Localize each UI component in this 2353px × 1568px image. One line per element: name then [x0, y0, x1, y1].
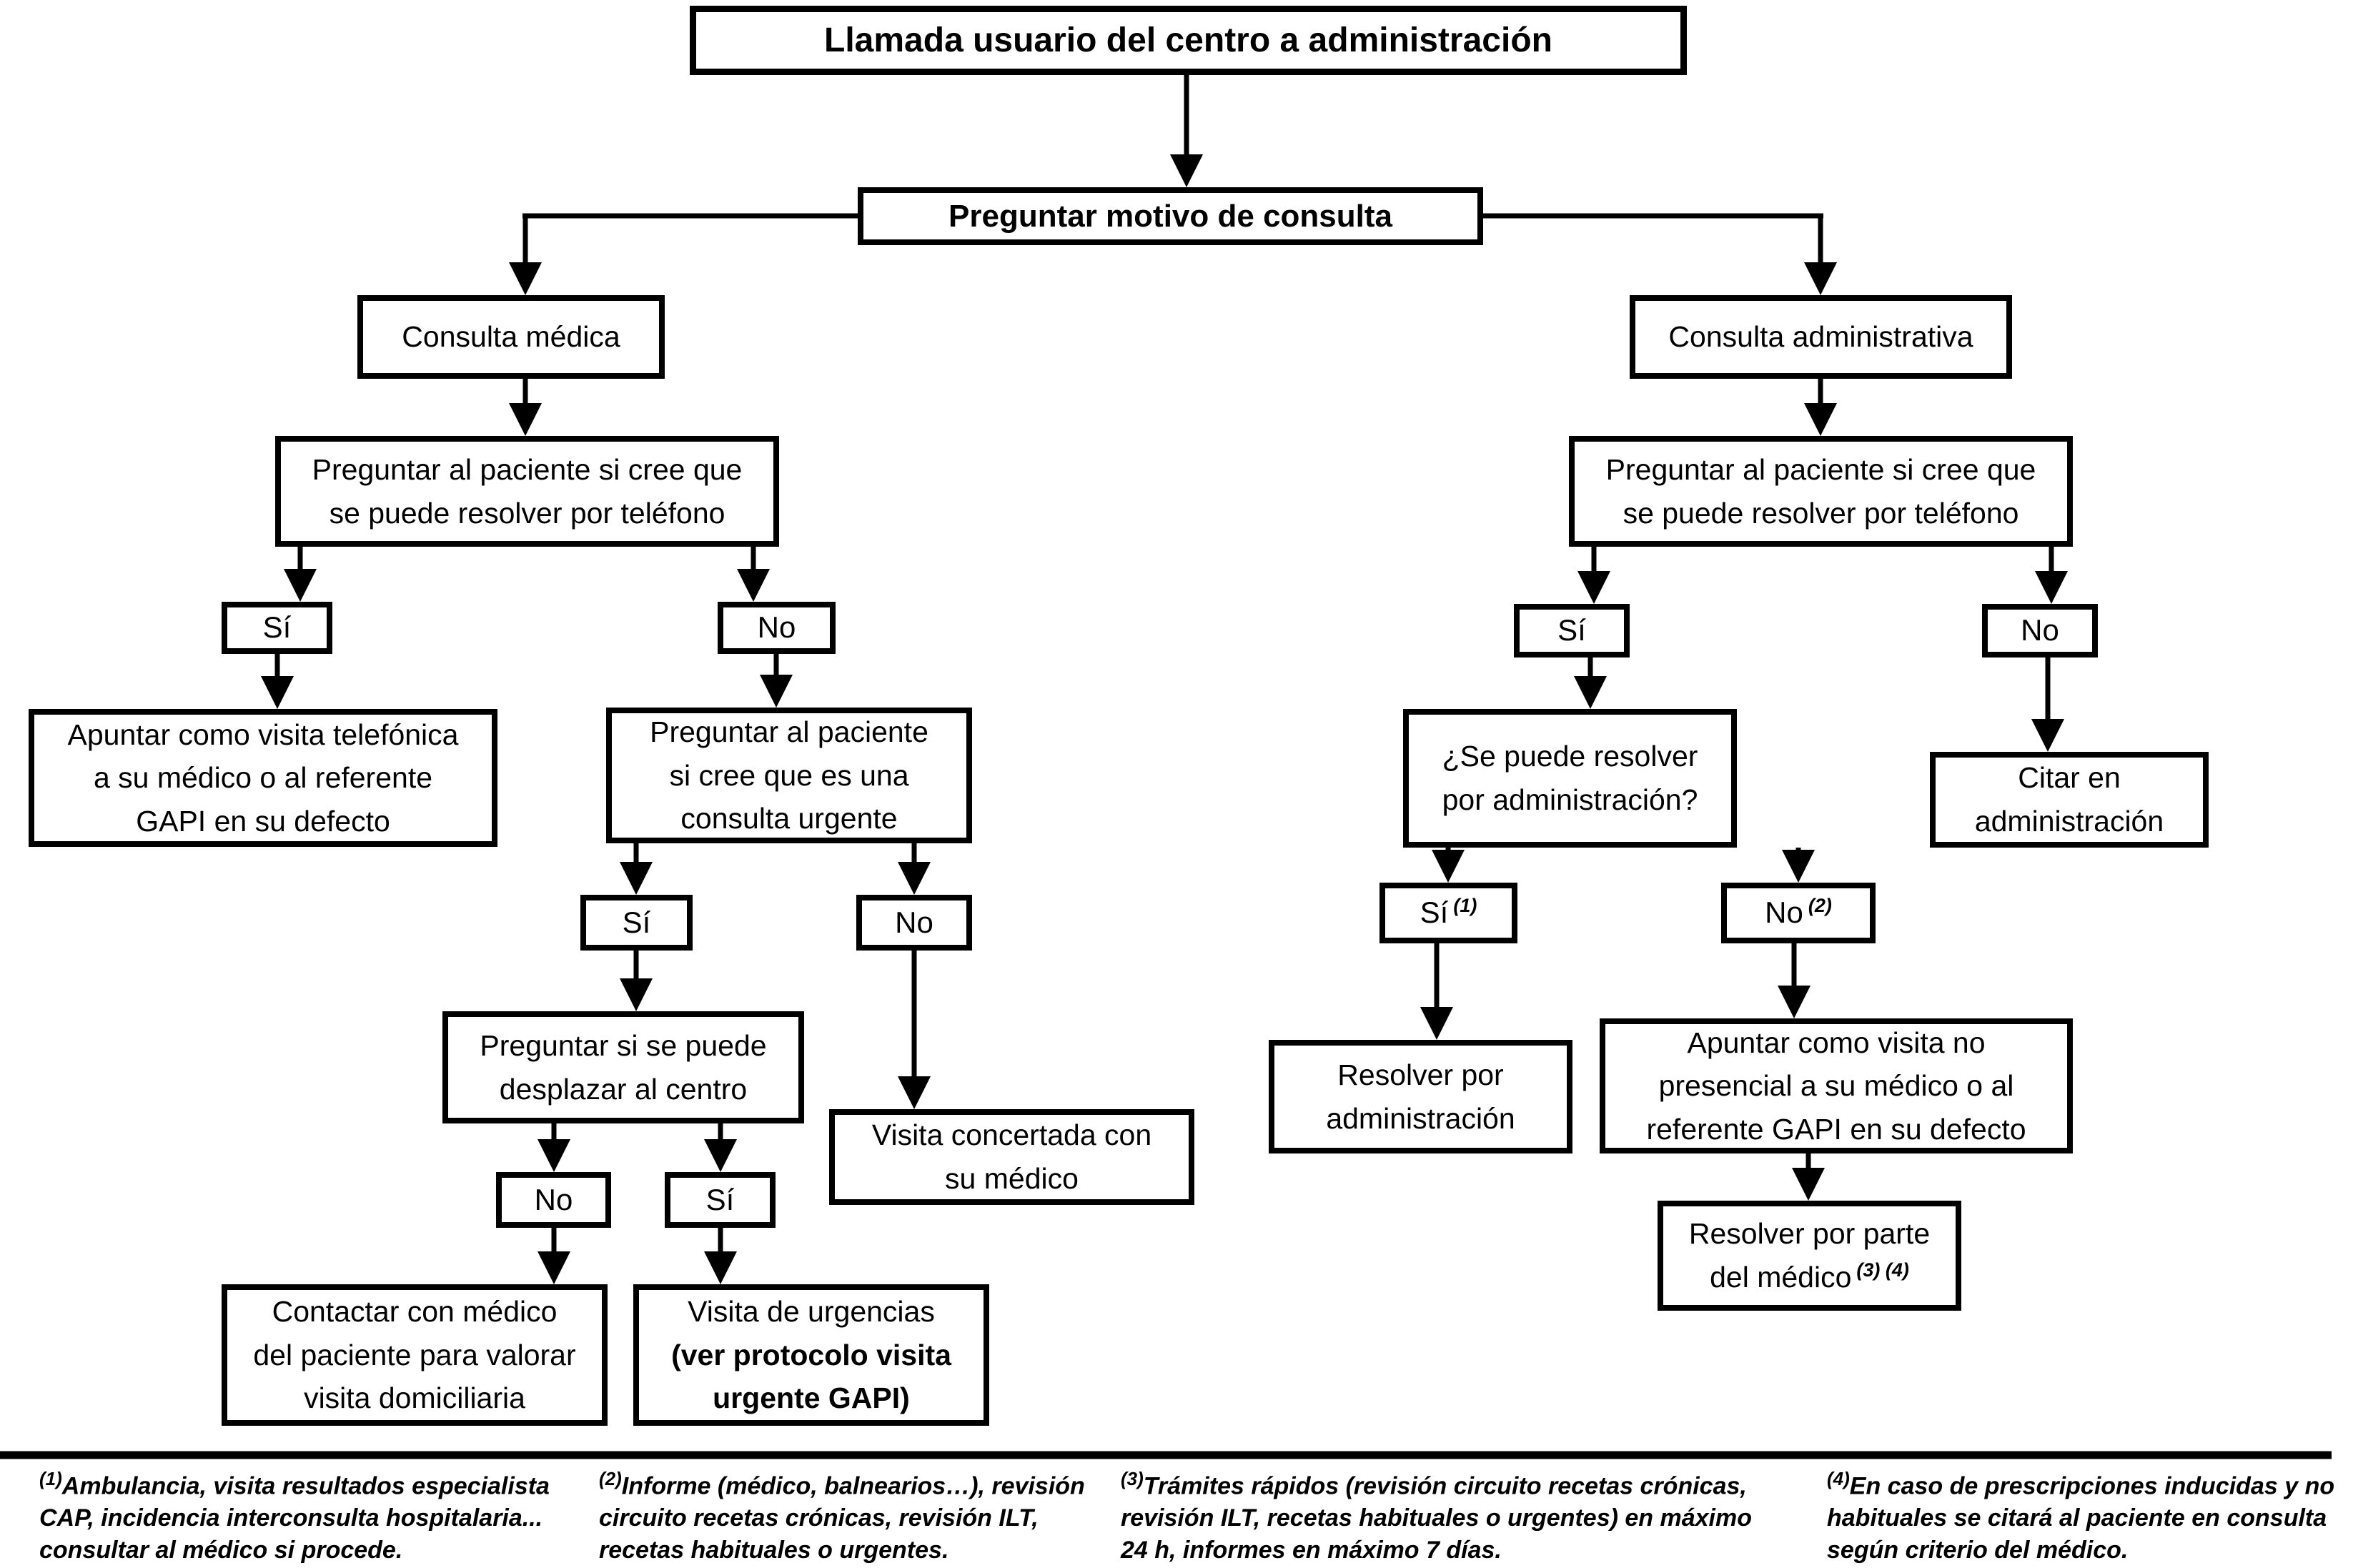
arrowhead-to-pregunta-urgente [760, 675, 793, 708]
node-resolver-por-medico: Resolver por parte del médico(3) (4) [1658, 1201, 1961, 1311]
node-no-desplazar: No [496, 1172, 611, 1228]
node-no-urgente: No [856, 895, 972, 951]
arrowhead-to-si-urgente [620, 862, 653, 895]
node-consulta-administrativa: Consulta administrativa [1630, 295, 2012, 379]
node-visita-concertada: Visita concertada con su médico [829, 1109, 1194, 1205]
no-admin-text-wrap: No(2) [1727, 890, 1870, 935]
node-contactar-medico: Contactar con médico del paciente para v… [222, 1284, 608, 1426]
footnote-4-marker: (4) [1827, 1468, 1850, 1489]
node-apuntar-visita-telefonica: Apuntar como visita telefónica a su médi… [29, 709, 497, 847]
arrowhead-to-si-telefono-medica [284, 569, 317, 602]
node-no-telefono-medica: No [718, 602, 836, 654]
footnote-1: (1)Ambulancia, visita resultados especia… [39, 1467, 561, 1567]
resolver-medico-label: Resolver por parte del médico [1688, 1217, 1931, 1294]
node-visita-urgencias: Visita de urgencias (ver protocolo visit… [633, 1284, 989, 1426]
footnote-1-text: Ambulancia, visita resultados especialis… [39, 1472, 550, 1564]
resolver-medico-footnote-refs: (3) (4) [1856, 1259, 1909, 1281]
arrowhead-to-resolver-administracion [1420, 1007, 1453, 1040]
node-pregunta-consulta-urgente: Preguntar al paciente si cree que es una… [606, 708, 972, 843]
node-no-telefono-admin: No [1982, 604, 2098, 658]
node-apuntar-no-presencial: Apuntar como visita no presencial a su m… [1600, 1018, 2073, 1153]
si-admin-footnote-ref: (1) [1453, 895, 1477, 917]
node-resolver-por-administracion-pregunta: ¿Se puede resolver por administración? [1403, 709, 1737, 848]
node-pregunta-telefono-admin: Preguntar al paciente si cree que se pue… [1569, 436, 2073, 547]
node-citar-en-administracion: Citar en administración [1930, 752, 2209, 848]
node-pregunta-telefono-medica: Preguntar al paciente si cree que se pue… [275, 436, 779, 547]
arrowhead-to-visita-urgencias [704, 1251, 737, 1284]
node-preguntar-motivo: Preguntar motivo de consulta [858, 187, 1483, 245]
arrowhead-to-pregunta-telefono-admin [1804, 403, 1837, 436]
arrowhead-to-no-desplazar [538, 1139, 570, 1172]
footnote-1-marker: (1) [39, 1468, 62, 1489]
arrowhead-to-resolver-pregunta [1574, 676, 1607, 709]
arrowhead-to-desplazar [620, 978, 653, 1011]
arrowhead-to-apuntar-no-presencial [1778, 986, 1810, 1018]
arrowhead-to-consulta-medica [509, 262, 542, 295]
node-si-telefono-admin: Sí [1514, 604, 1630, 658]
node-resolver-por-administracion: Resolver por administración [1269, 1040, 1572, 1153]
footnote-3-marker: (3) [1121, 1468, 1144, 1489]
arrowhead-to-pregunta-telefono-medica [509, 403, 542, 436]
footnote-4: (4)En caso de prescripciones inducidas y… [1827, 1467, 2353, 1567]
footnote-3-text: Trámites rápidos (revisión circuito rece… [1121, 1472, 1753, 1564]
arrowhead-to-citar [2031, 719, 2064, 752]
visita-urgencias-line1: Visita de urgencias [688, 1295, 935, 1328]
footnote-2-text: Informe (médico, balnearios…), revisión … [599, 1472, 1085, 1564]
visita-urgencias-bold-lines: (ver protocolo visita urgente GAPI) [671, 1338, 951, 1415]
no-admin-label: No [1765, 895, 1803, 930]
node-pregunta-desplazar: Preguntar si se puede desplazar al centr… [442, 1011, 804, 1123]
arrowhead-to-no-telefono-medica [737, 569, 770, 602]
no-admin-footnote-ref: (2) [1808, 895, 1832, 917]
footnote-2-marker: (2) [599, 1468, 622, 1489]
arrowhead-to-no-urgente [898, 862, 931, 895]
si-admin-text-wrap: Sí(1) [1385, 890, 1512, 935]
si-admin-label: Sí [1420, 895, 1449, 930]
node-si-desplazar: Sí [665, 1172, 776, 1228]
arrowhead-to-no2 [1782, 850, 1815, 883]
resolver-medico-text-wrap: Resolver por parte del médico(3) (4) [1663, 1212, 1956, 1299]
arrowhead-to-consulta-administrativa [1804, 262, 1837, 295]
arrowhead-to-no-telefono-admin [2035, 571, 2068, 604]
arrowhead-title-to-motivo [1170, 154, 1203, 187]
node-llamada-title: Llamada usuario del centro a administrac… [690, 6, 1687, 75]
footnote-4-text: En caso de prescripciones inducidas y no… [1827, 1472, 2335, 1564]
arrowhead-to-resolver-medico [1792, 1168, 1825, 1201]
arrowhead-to-si1 [1432, 850, 1465, 883]
arrowhead-to-si-desplazar [704, 1139, 737, 1172]
node-no-admin-2: No(2) [1721, 883, 1876, 943]
node-si-admin-1: Sí(1) [1379, 883, 1517, 943]
arrowhead-to-contactar [538, 1251, 570, 1284]
arrowhead-to-apuntar-telefonica [261, 676, 294, 709]
node-si-telefono-medica: Sí [222, 602, 332, 654]
footnote-2: (2)Informe (médico, balnearios…), revisi… [599, 1467, 1108, 1567]
node-consulta-medica: Consulta médica [357, 295, 665, 379]
arrowhead-to-si-telefono-admin [1577, 571, 1610, 604]
visita-urgencias-text-wrap: Visita de urgencias (ver protocolo visit… [639, 1290, 984, 1420]
node-si-urgente: Sí [580, 895, 693, 951]
footnote-3: (3)Trámites rápidos (revisión circuito r… [1121, 1467, 1773, 1567]
arrowhead-to-visita-concertada [898, 1076, 931, 1109]
